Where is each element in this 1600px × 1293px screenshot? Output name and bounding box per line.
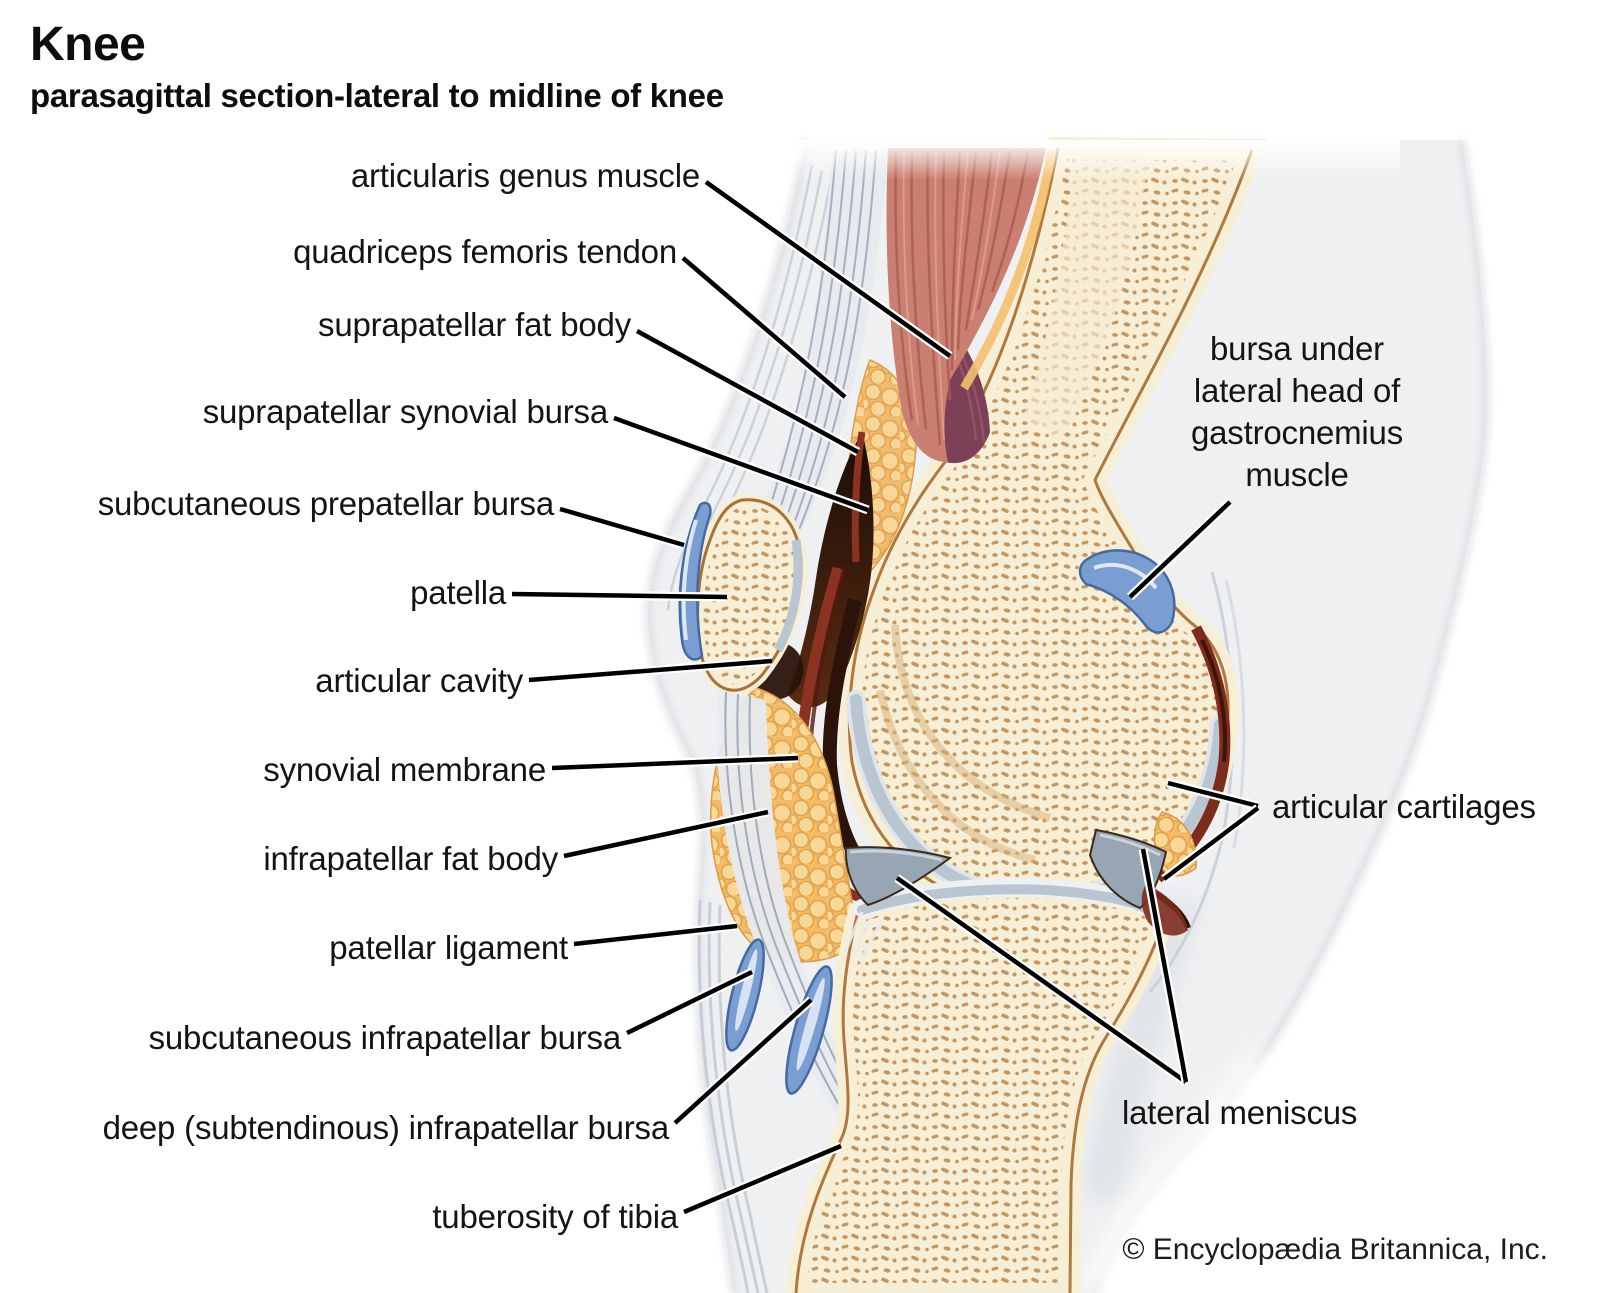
leader-line-synovial-membrane (551, 755, 799, 771)
leader-line-suprapatellar-synovial-bursa (613, 415, 869, 513)
top-fade (600, 140, 1400, 180)
label-articular-cavity: articular cavity (315, 662, 523, 699)
leader-line-suprapatellar-fat-body (635, 329, 860, 454)
meniscus-highlights (849, 833, 1161, 862)
leader-line-articular-cartilages (1162, 806, 1260, 881)
page-subtitle: parasagittal section-lateral to midline … (30, 77, 724, 114)
copyright-text: © Encyclopædia Britannica, Inc. (1122, 1233, 1548, 1266)
subcutaneous-prepatellar-bursa-shape (678, 501, 712, 661)
label-subcutaneous-infrapatellar-bursa: subcutaneous infrapatellar bursa (148, 1019, 622, 1056)
label-subcutaneous-prepatellar-bursa: subcutaneous prepatellar bursa (97, 485, 555, 522)
label-infrapatellar-fat-body: infrapatellar fat body (263, 840, 558, 877)
leader-line-infrapatellar-fat-body (563, 809, 769, 859)
leader-line-lateral-meniscus (895, 876, 1188, 1084)
leader-line-patellar-ligament (573, 923, 738, 947)
label-patella: patella (410, 574, 506, 611)
leader-line-deep-subtendinous-infrapatellar-bursa (673, 998, 813, 1125)
subcutaneous-infrapatellar-bursa-shape (725, 938, 765, 1052)
label-articularis-genus-muscle: articularis genus muscle (350, 157, 700, 194)
page-title: Knee (30, 18, 146, 71)
label-deep-subtendinous-infrapatellar-bursa: deep (subtendinous) infrapatellar bursa (102, 1109, 670, 1146)
label-quadriceps-femoris-tendon: quadriceps femoris tendon (293, 233, 677, 270)
label-suprapatellar-synovial-bursa: suprapatellar synovial bursa (202, 393, 608, 430)
leader-lines (511, 178, 1261, 1217)
ligament-insertion-fibers (843, 911, 884, 963)
fat-sliver (960, 149, 1057, 391)
leader-line-articularis-genus-muscle (704, 180, 952, 358)
label-synovial-membrane: synovial membrane (263, 751, 546, 788)
deep-infrapatellar-bursa-shape (785, 965, 833, 1095)
diagram-header: Knee parasagittal section-lateral to mid… (30, 18, 724, 116)
leader-line-articular-cavity (528, 658, 773, 683)
patellar-articular-cartilage (774, 539, 803, 653)
label-articular-cartilages: articular cartilages (1272, 788, 1536, 825)
label-bursa-under-lateral-head-of-gastrocnemius-muscle: bursa under lateral head of gastrocnemiu… (1191, 330, 1403, 493)
leader-line-quadriceps-femoris-tendon (681, 256, 847, 399)
leader-line-subcutaneous-prepatellar-bursa (559, 506, 685, 548)
leader-line-patella (511, 591, 728, 600)
leader-line-tuberosity-of-tibia (683, 1143, 842, 1215)
shin-fascia-lines (697, 899, 769, 1293)
label-suprapatellar-fat-body: suprapatellar fat body (318, 306, 631, 343)
leader-line-bursa-under-lateral-head-of-gastrocnemius-muscle (1128, 500, 1232, 599)
leader-line-articular-cartilages (1167, 780, 1259, 809)
quadriceps-muscle (886, 148, 1046, 462)
bottom-right-fade (1084, 1050, 1273, 1293)
patella-bone (691, 493, 808, 697)
leader-line-subcutaneous-infrapatellar-bursa (626, 969, 753, 1036)
label-patellar-ligament: patellar ligament (329, 929, 568, 966)
leader-line-lateral-meniscus (1140, 848, 1189, 1083)
label-lateral-meniscus: lateral meniscus (1122, 1094, 1358, 1131)
label-tuberosity-of-tibia: tuberosity of tibia (432, 1198, 678, 1235)
